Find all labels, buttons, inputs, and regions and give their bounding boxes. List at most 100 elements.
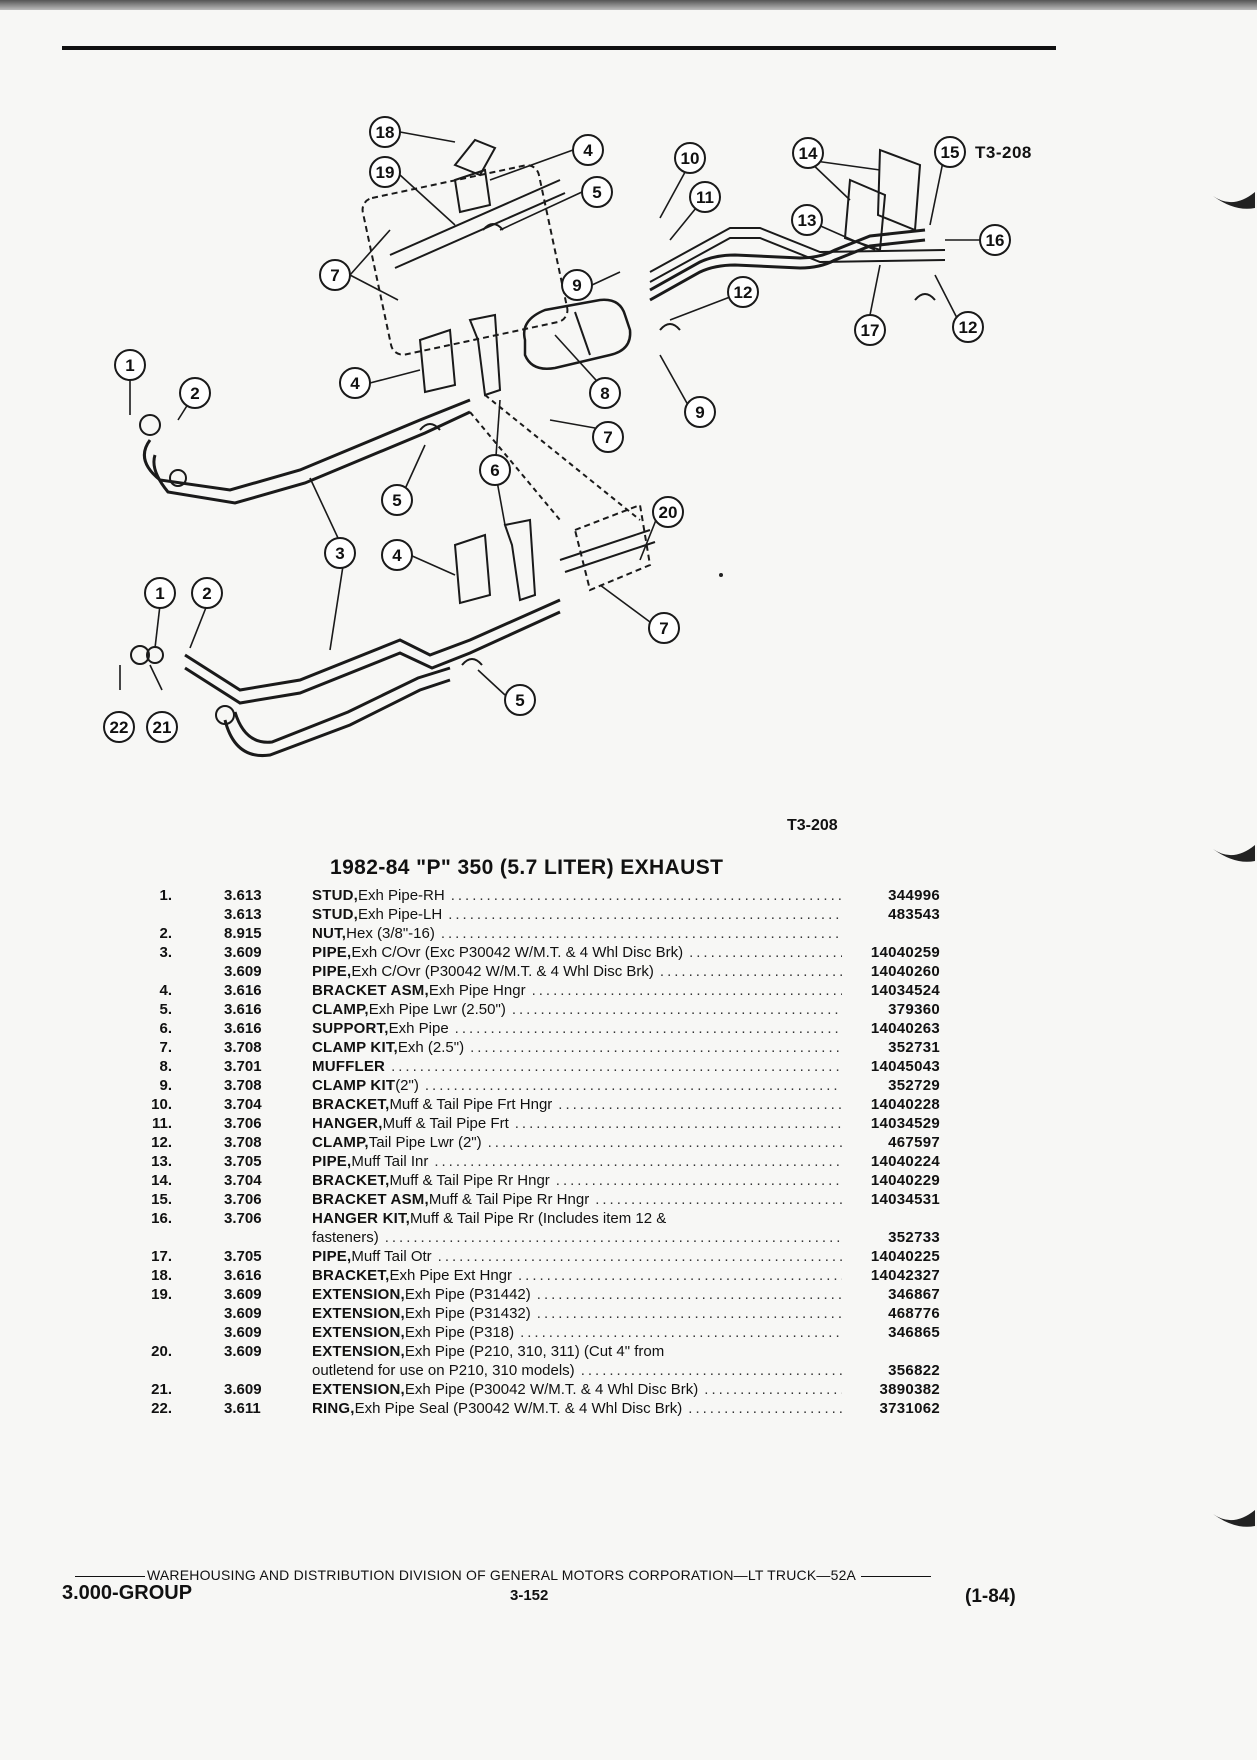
dot-leader [518, 1266, 842, 1285]
part-number: 346867 [888, 1286, 940, 1303]
part-description: EXTENSION, Exh Pipe (P210, 310, 311) (Cu… [312, 1342, 842, 1361]
part-detail: Exh Pipe-LH [358, 906, 443, 923]
svg-text:13: 13 [798, 211, 817, 230]
dot-leader [537, 1304, 842, 1323]
part-number: 14040228 [870, 1096, 940, 1113]
item-number: 19. [151, 1286, 172, 1303]
svg-text:6: 6 [490, 461, 499, 480]
part-name: EXTENSION, [312, 1343, 405, 1360]
part-row: 20. 3.609 EXTENSION, Exh Pipe (P210, 310, … [120, 1342, 940, 1361]
group-number: 3.609 [224, 1286, 262, 1303]
item-number: 6. [159, 1020, 172, 1037]
group-number: 3.611 [224, 1400, 261, 1417]
dot-leader [595, 1190, 842, 1209]
part-description: EXTENSION, Exh Pipe (P31432) [312, 1304, 842, 1323]
part-number: 356822 [888, 1362, 940, 1379]
part-number: 352731 [888, 1039, 940, 1056]
part-description: PIPE, Muff Tail Inr [312, 1152, 842, 1171]
part-row: 8.3.701MUFFLER14045043 [120, 1057, 940, 1076]
part-number: 483543 [888, 906, 940, 923]
group-number: 3.708 [224, 1077, 262, 1094]
part-detail: Exh C/Ovr (Exc P30042 W/M.T. & 4 Whl Dis… [351, 944, 684, 961]
part-description: outletend for use on P210, 310 models) [312, 1361, 842, 1380]
part-name: BRACKET ASM, [312, 982, 429, 999]
part-description: EXTENSION, Exh Pipe (P318) [312, 1323, 842, 1342]
dot-leader [537, 1285, 842, 1304]
footer-division-line: WAREHOUSING AND DISTRIBUTION DIVISION OF… [73, 1567, 1023, 1583]
group-number: 3.609 [224, 1343, 262, 1360]
part-detail: Hex (3/8"-16) [346, 925, 435, 942]
svg-text:18: 18 [376, 123, 395, 142]
part-name: BRACKET, [312, 1267, 390, 1284]
part-detail: Muff & Tail Pipe Frt [382, 1115, 509, 1132]
part-description: CLAMP, Tail Pipe Lwr (2") [312, 1133, 842, 1152]
part-description: PIPE, Exh C/Ovr (Exc P30042 W/M.T. & 4 W… [312, 943, 842, 962]
part-name: EXTENSION, [312, 1305, 405, 1322]
dot-leader [391, 1057, 842, 1076]
dot-leader [470, 1038, 842, 1057]
part-detail: Exh Pipe [388, 1020, 449, 1037]
part-name: EXTENSION, [312, 1381, 405, 1398]
part-name: PIPE, [312, 1153, 352, 1170]
part-description: BRACKET ASM, Exh Pipe Hngr [312, 981, 842, 1000]
item-number: 16. [151, 1210, 172, 1227]
part-number: 344996 [888, 887, 940, 904]
part-number: 14045043 [870, 1058, 940, 1075]
item-number: 18. [151, 1267, 172, 1284]
revision-date: (1-84) [965, 1586, 1016, 1607]
svg-text:7: 7 [330, 266, 339, 285]
item-number: 9. [159, 1077, 172, 1094]
svg-text:1: 1 [125, 356, 134, 375]
diagram-code-bottom: T3-208 [787, 817, 838, 834]
group-number: 8.915 [224, 925, 262, 942]
part-description: PIPE, Exh C/Ovr (P30042 W/M.T. & 4 Whl D… [312, 962, 842, 981]
part-number: 14040229 [870, 1172, 940, 1189]
svg-text:8: 8 [600, 384, 609, 403]
group-number: 3.616 [224, 1020, 262, 1037]
item-number: 20. [151, 1343, 172, 1360]
svg-text:17: 17 [861, 321, 880, 340]
part-name: SUPPORT, [312, 1020, 389, 1037]
part-detail: Exh Pipe Ext Hngr [389, 1267, 512, 1284]
item-number: 8. [159, 1058, 172, 1075]
part-number: 346865 [888, 1324, 940, 1341]
part-description: EXTENSION, Exh Pipe (P31442) [312, 1285, 842, 1304]
part-detail: Exh Pipe-RH [358, 887, 445, 904]
part-name: EXTENSION, [312, 1286, 405, 1303]
svg-text:9: 9 [572, 276, 581, 295]
dot-leader [515, 1114, 842, 1133]
group-number: 3.704 [224, 1172, 262, 1189]
svg-text:2: 2 [202, 584, 211, 603]
dot-leader [660, 962, 842, 981]
svg-text:4: 4 [583, 141, 593, 160]
part-description: BRACKET, Exh Pipe Ext Hngr [312, 1266, 842, 1285]
part-detail: Muff Tail Inr [351, 1153, 429, 1170]
part-name: PIPE, [312, 944, 352, 961]
part-description: MUFFLER [312, 1057, 842, 1076]
part-detail: Exh Pipe (P318) [404, 1324, 515, 1341]
item-number: 21. [151, 1381, 172, 1398]
item-number: 3. [159, 944, 172, 961]
group-number: 3.609 [224, 944, 262, 961]
part-name: CLAMP, [312, 1001, 369, 1018]
dot-leader [512, 1000, 842, 1019]
part-description: PIPE, Muff Tail Otr [312, 1247, 842, 1266]
dot-leader [441, 924, 842, 943]
footer-group-label: 3.000-GROUP [62, 1582, 193, 1604]
part-detail: Muff & Tail Pipe Rr Hngr [428, 1191, 590, 1208]
part-description: BRACKET, Muff & Tail Pipe Rr Hngr [312, 1171, 842, 1190]
part-number: 352729 [888, 1077, 940, 1094]
part-name: HANGER KIT, [312, 1210, 411, 1227]
part-row: outletend for use on P210, 310 models) 35… [120, 1361, 940, 1380]
svg-text:5: 5 [592, 183, 601, 202]
item-number: 15. [151, 1191, 172, 1208]
